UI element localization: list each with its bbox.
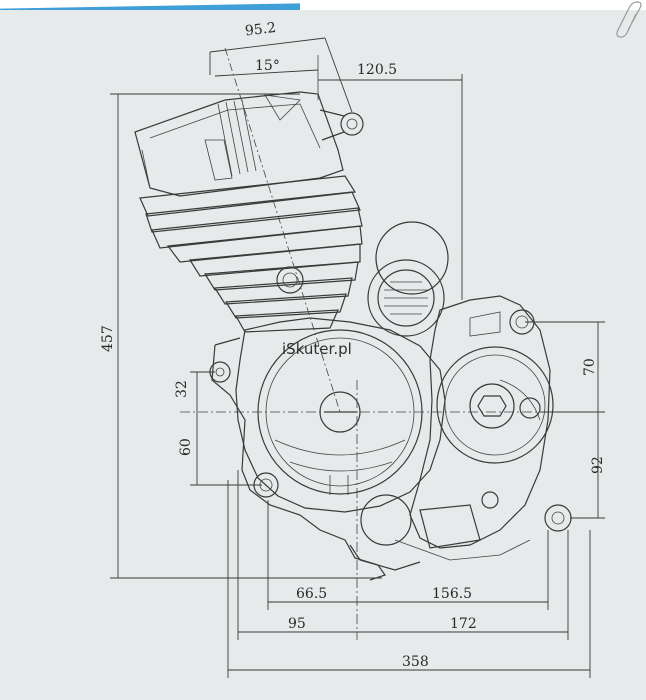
dim-66-5: 66.5 <box>296 586 327 602</box>
top-strip <box>0 0 646 17</box>
paper-background <box>0 10 646 700</box>
oil-filler-cap <box>367 259 445 337</box>
dim-92: 92 <box>590 456 606 474</box>
dim-120-5: 120.5 <box>357 62 397 78</box>
dimension-labels: 95.2 15° 120.5 457 70 92 32 60 66.5 156.… <box>100 20 606 670</box>
dim-60: 60 <box>178 438 194 456</box>
engine-outline <box>134 91 572 581</box>
left-crankcase <box>235 317 446 513</box>
watermark: iSkuter.pl <box>282 340 352 358</box>
dim-15-degrees: 15° <box>255 58 280 74</box>
dim-457: 457 <box>100 325 116 352</box>
dim-172: 172 <box>450 616 477 632</box>
cylinder-fins <box>139 175 363 333</box>
dimension-lines <box>110 37 605 678</box>
cylinder-head-cover <box>134 91 344 197</box>
right-clutch-cover <box>409 295 551 549</box>
dim-358: 358 <box>402 654 429 670</box>
dim-95-2: 95.2 <box>244 20 277 40</box>
center-lines <box>180 47 600 640</box>
dim-70: 70 <box>582 358 598 376</box>
dim-156-5: 156.5 <box>432 586 472 602</box>
paperclip-icon <box>616 1 642 38</box>
dim-95: 95 <box>288 616 306 632</box>
dim-32: 32 <box>174 380 190 398</box>
